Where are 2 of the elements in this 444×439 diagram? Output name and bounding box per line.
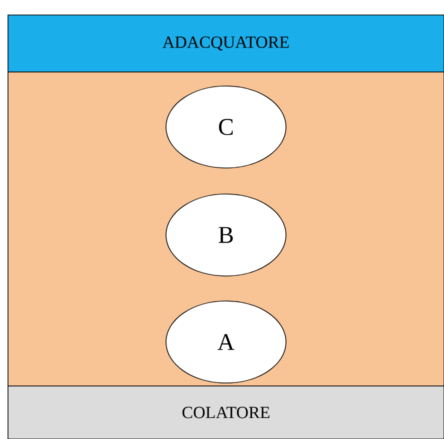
band: COLATORE <box>8 386 444 439</box>
band: ADACQUATORE <box>8 14 444 72</box>
